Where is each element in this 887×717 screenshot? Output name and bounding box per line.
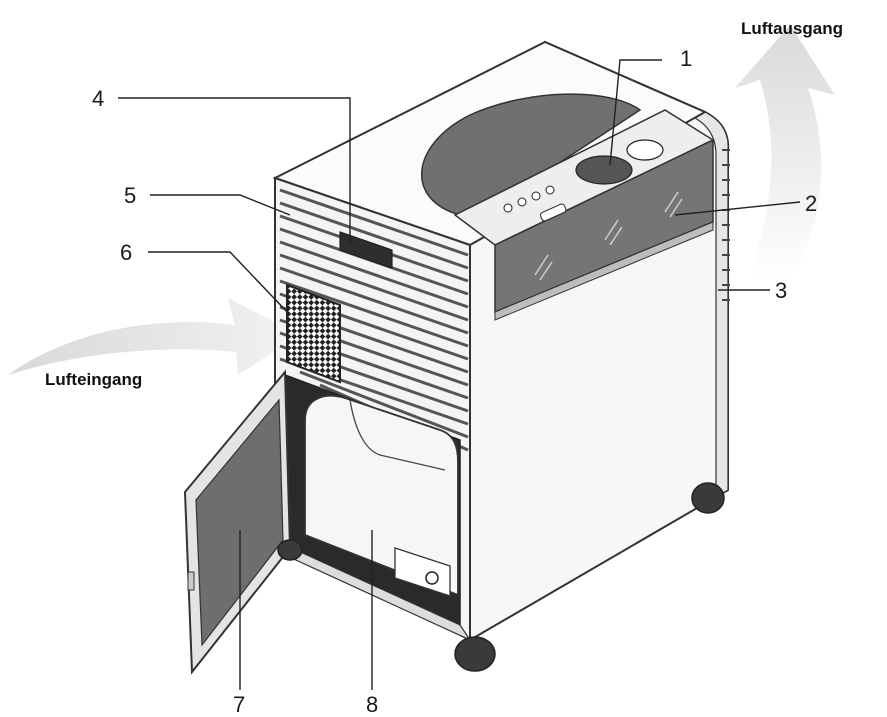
air-outlet-arrow [735, 25, 835, 280]
callout-2: 2 [805, 191, 817, 216]
tank-drain-cap [425, 571, 439, 585]
panel-base-strip [494, 221, 714, 321]
callout-3: 3 [775, 278, 787, 303]
air-outlet-label: Luftausgang [741, 19, 843, 38]
top-cover-oval [421, 93, 642, 216]
door-inner-panel [195, 398, 284, 647]
air-inlet-label: Lufteingang [45, 370, 142, 389]
panel-reflections [534, 191, 683, 281]
water-tank-recess [394, 547, 451, 597]
panel-controls [503, 139, 664, 222]
callout-5: 5 [124, 183, 136, 208]
leader-lines [118, 59, 801, 690]
humidity-knob [626, 139, 664, 161]
wheel-right [691, 482, 725, 514]
display-dial [575, 155, 633, 185]
callout-4: 4 [92, 86, 104, 111]
air-inlet-arrow [8, 298, 300, 375]
water-tank-top [349, 399, 446, 471]
callout-1: 1 [680, 46, 692, 71]
wheel-front [454, 636, 496, 672]
callout-8: 8 [366, 692, 378, 717]
callout-6: 6 [120, 240, 132, 265]
handle-recess [339, 231, 393, 269]
door-hinge [187, 571, 195, 591]
callout-7: 7 [233, 692, 245, 717]
water-tank [304, 394, 459, 597]
wheel-left [277, 539, 303, 561]
air-filter [286, 283, 341, 384]
side-vent-slots [722, 149, 730, 301]
